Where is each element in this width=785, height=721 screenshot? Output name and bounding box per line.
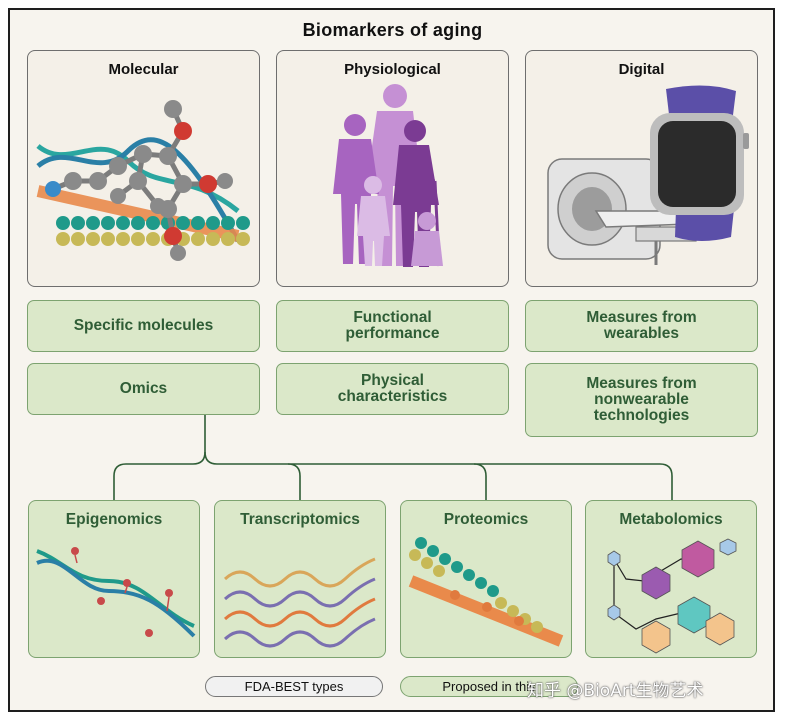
molecular-label: Molecular	[108, 61, 179, 78]
figure-title: Biomarkers of aging	[302, 20, 483, 40]
legend-fda-best: FDA-BEST types	[205, 676, 383, 697]
omics-box: Omics	[27, 363, 260, 415]
physical-characteristics-line1: Physical	[361, 372, 424, 389]
metabolomics-panel: Metabolomics	[585, 500, 757, 658]
legend-proposed: Proposed in this	[400, 676, 578, 697]
nonwearable-line3: technologies	[593, 407, 690, 424]
protein-beads-illustration	[408, 537, 564, 647]
digital-panel: Digital	[525, 50, 758, 287]
transcriptomics-label: Transcriptomics	[240, 511, 360, 528]
physical-characteristics-line2: characteristics	[337, 388, 448, 405]
wearables-box: Measures from wearables	[525, 300, 758, 352]
digital-label: Digital	[618, 61, 665, 78]
watermark: 知乎 @BioArt生物艺术	[527, 681, 704, 701]
devices-illustration	[547, 85, 749, 265]
physical-characteristics-box: Physical characteristics	[276, 363, 509, 415]
functional-performance-box: Functional performance	[276, 300, 509, 352]
epigenomics-panel: Epigenomics	[28, 500, 200, 658]
proteomics-label: Proteomics	[443, 511, 529, 528]
specific-molecules-label: Specific molecules	[73, 317, 214, 334]
functional-performance-line1: Functional	[353, 309, 432, 326]
metabolomics-label: Metabolomics	[619, 511, 723, 528]
dna-methylation-illustration	[36, 547, 196, 638]
proteomics-panel: Proteomics	[400, 500, 572, 658]
wearables-line1: Measures from	[586, 309, 697, 326]
metabolite-network-illustration	[607, 538, 737, 654]
nonwearable-line1: Measures from	[586, 375, 697, 392]
specific-molecules-box: Specific molecules	[27, 300, 260, 352]
wearables-line2: wearables	[604, 325, 679, 342]
transcriptomics-panel: Transcriptomics	[214, 500, 386, 658]
functional-performance-line2: performance	[345, 325, 440, 342]
epigenomics-label: Epigenomics	[65, 511, 163, 528]
physiological-label: Physiological	[344, 61, 441, 78]
rna-strands-illustration	[223, 557, 376, 648]
physiological-panel: Physiological	[276, 50, 509, 287]
molecular-panel: Molecular	[27, 50, 260, 287]
nonwearable-line2: nonwearable	[594, 391, 689, 408]
nonwearable-box: Measures from nonwearable technologies	[525, 363, 758, 437]
legend-fda-best-label: FDA-BEST types	[244, 679, 344, 694]
omics-label: Omics	[119, 380, 168, 397]
molecule-illustration	[36, 100, 250, 261]
people-illustration	[333, 84, 443, 267]
legend-proposed-label: Proposed in this	[442, 679, 536, 694]
